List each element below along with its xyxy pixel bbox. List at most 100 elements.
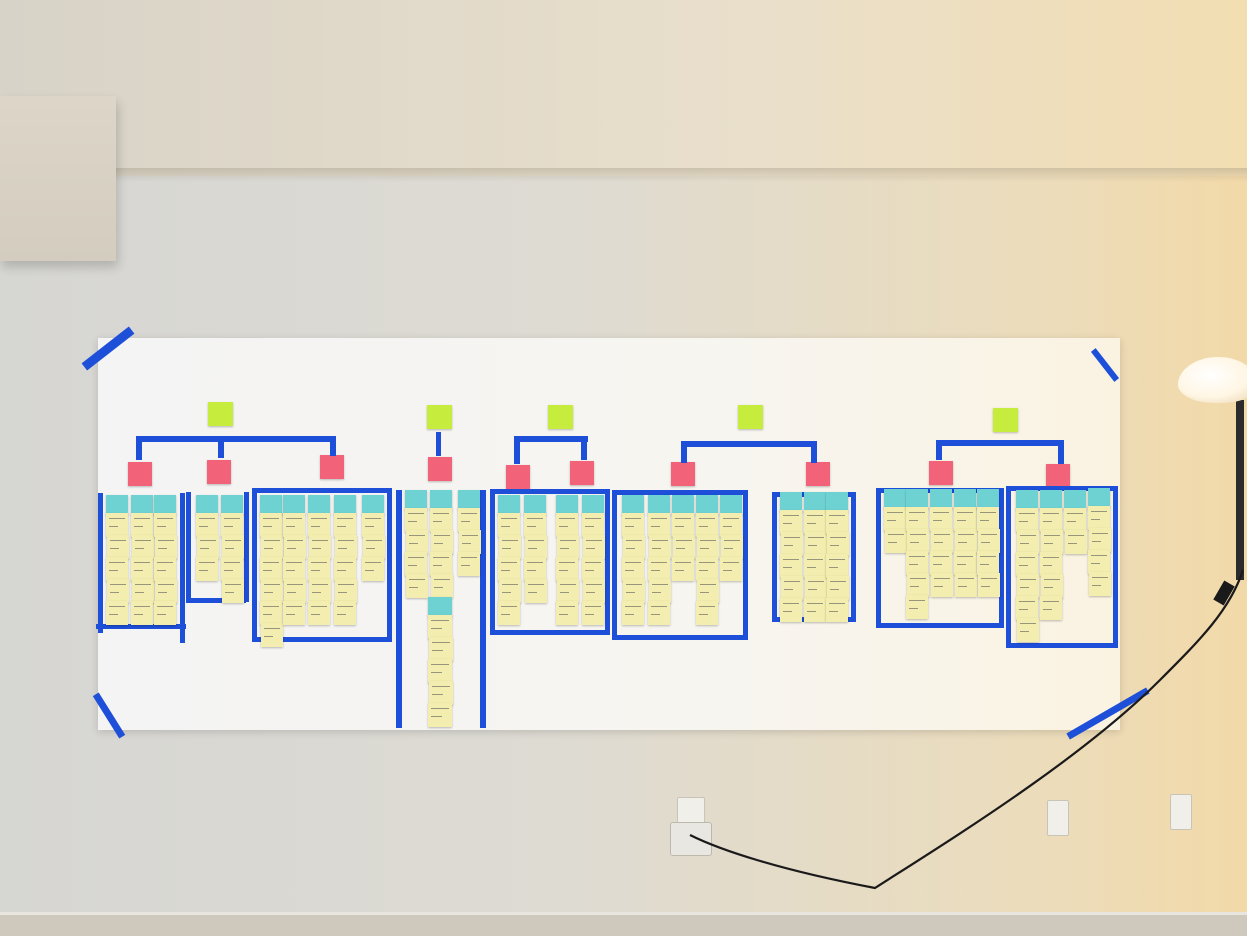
handwriting-line — [1067, 521, 1076, 522]
handwriting-line — [431, 716, 442, 717]
handwriting-line — [263, 562, 279, 563]
handwriting-line — [431, 708, 449, 709]
blue-tape-line — [851, 492, 856, 622]
cyan-category-note — [622, 495, 644, 515]
handwriting-line — [199, 570, 208, 571]
handwriting-line — [1044, 543, 1053, 544]
handwriting-line — [957, 556, 973, 557]
yellow-note — [260, 557, 282, 581]
handwriting-line — [958, 578, 974, 579]
yellow-note — [672, 513, 694, 537]
cyan-category-note — [696, 495, 718, 515]
handwriting-line — [934, 542, 943, 543]
yellow-note — [673, 535, 695, 559]
yellow-note — [930, 551, 952, 575]
handwriting-line — [910, 578, 926, 579]
handwriting-line — [830, 537, 846, 538]
handwriting-line — [586, 592, 595, 593]
handwriting-line — [807, 603, 823, 604]
handwriting-line — [887, 520, 896, 521]
yellow-note — [804, 554, 826, 578]
yellow-note — [155, 535, 177, 559]
yellow-note — [525, 535, 547, 559]
handwriting-line — [528, 548, 537, 549]
yellow-note — [906, 595, 928, 619]
blue-tape-line — [490, 630, 610, 635]
blue-tape-line — [480, 490, 486, 728]
handwriting-line — [1091, 519, 1100, 520]
blue-tape-line — [186, 598, 246, 603]
handwriting-line — [909, 564, 918, 565]
handwriting-line — [957, 520, 966, 521]
yellow-note — [622, 601, 644, 625]
handwriting-line — [409, 535, 425, 536]
yellow-note — [1064, 508, 1086, 532]
handwriting-line — [934, 586, 943, 587]
handwriting-line — [365, 518, 381, 519]
yellow-note — [648, 601, 670, 625]
handwriting-line — [586, 540, 602, 541]
handwriting-line — [784, 581, 800, 582]
handwriting-line — [200, 548, 209, 549]
handwriting-line — [433, 565, 442, 566]
handwriting-line — [501, 562, 517, 563]
handwriting-line — [264, 592, 273, 593]
yellow-note — [155, 579, 177, 603]
handwriting-line — [585, 518, 601, 519]
yellow-note — [556, 601, 578, 625]
handwriting-line — [723, 526, 732, 527]
handwriting-line — [338, 548, 347, 549]
handwriting-line — [559, 606, 575, 607]
handwriting-line — [699, 562, 715, 563]
ceiling-shadow — [0, 168, 1247, 182]
handwriting-line — [625, 570, 634, 571]
yellow-note — [196, 513, 218, 537]
handwriting-line — [287, 584, 303, 585]
handwriting-line — [263, 570, 272, 571]
handwriting-line — [109, 562, 125, 563]
handwriting-line — [134, 614, 143, 615]
yellow-note — [107, 579, 129, 603]
handwriting-line — [337, 570, 346, 571]
blue-tape-line — [581, 436, 587, 460]
handwriting-line — [626, 592, 635, 593]
handwriting-line — [560, 540, 576, 541]
yellow-note — [260, 601, 282, 625]
cyan-category-note — [954, 489, 976, 509]
blue-tape-line — [936, 440, 942, 460]
yellow-note — [1017, 574, 1039, 598]
cyan-category-note — [458, 490, 480, 510]
handwriting-line — [1043, 609, 1052, 610]
yellow-note — [362, 557, 384, 581]
handwriting-line — [699, 614, 708, 615]
blue-tape-line — [136, 436, 142, 460]
handwriting-line — [981, 586, 990, 587]
yellow-note — [1017, 618, 1039, 642]
handwriting-line — [829, 603, 845, 604]
handwriting-line — [699, 570, 708, 571]
yellow-note — [583, 579, 605, 603]
yellow-note — [498, 557, 520, 581]
handwriting-line — [501, 518, 517, 519]
yellow-note — [524, 557, 546, 581]
yellow-note — [826, 598, 848, 622]
blue-tape-line — [218, 436, 224, 458]
handwriting-line — [109, 614, 118, 615]
yellow-note — [622, 557, 644, 581]
yellow-note — [428, 615, 452, 639]
pink-subheader-note — [806, 462, 830, 486]
handwriting-line — [225, 540, 241, 541]
handwriting-line — [286, 614, 295, 615]
handwriting-line — [134, 606, 150, 607]
cyan-category-note — [582, 495, 604, 515]
handwriting-line — [311, 518, 327, 519]
handwriting-line — [110, 540, 126, 541]
yellow-note — [525, 579, 547, 603]
handwriting-line — [337, 562, 353, 563]
handwriting-line — [559, 518, 575, 519]
handwriting-line — [431, 628, 442, 629]
handwriting-line — [560, 592, 569, 593]
yellow-note — [309, 535, 331, 559]
pink-subheader-note — [671, 462, 695, 486]
handwriting-line — [264, 584, 280, 585]
